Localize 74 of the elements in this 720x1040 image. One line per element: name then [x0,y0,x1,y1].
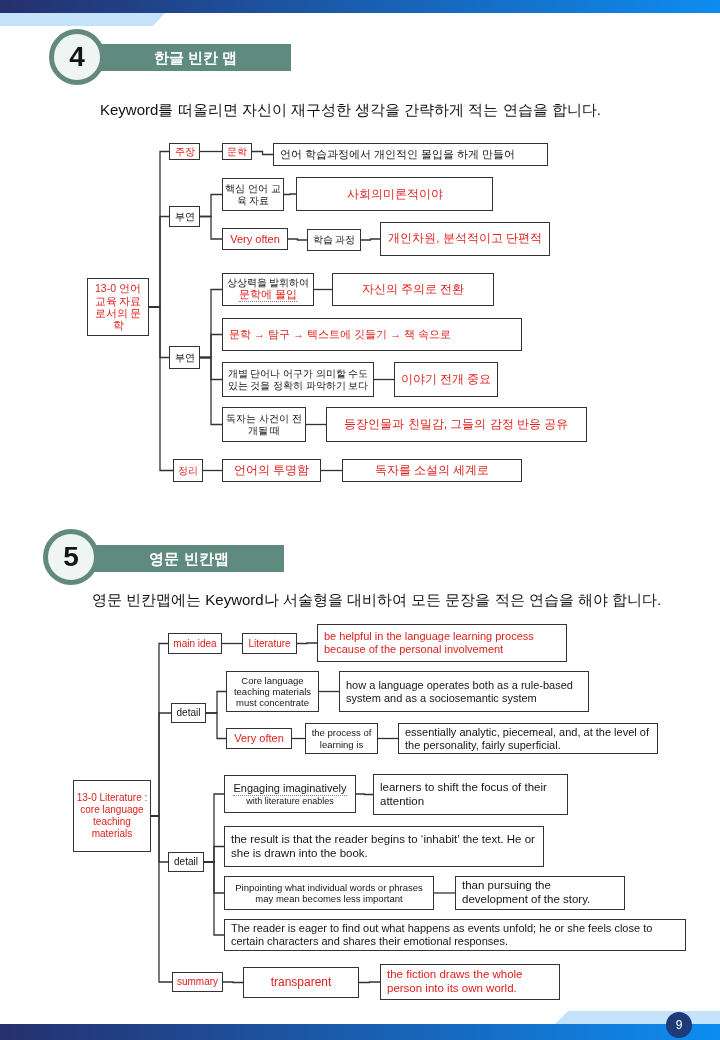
note-text: with literature enables [246,795,334,807]
note-box: 독자는 사건이 전개될 때 [222,407,306,442]
connector-line [320,469,343,472]
note-box [224,775,356,813]
instruction-text: 영문 빈칸맵에는 Keyword나 서술형을 대비하여 모든 문장을 적은 연습을 해야 합니다. [92,591,662,610]
section-number-circle: 4 [49,29,105,85]
note-box: Literature [242,633,297,654]
connector-line [360,238,381,241]
note-box: 자신의 주의로 전환 [332,273,494,306]
note-text: Engaging imaginatively [233,781,347,796]
connector-line [205,712,227,740]
connector-line [305,423,327,426]
note-box: be helpful in the language learning process because of the personal involvement [317,624,567,662]
note-box: 등장인물과 친밀감, 그들의 감정 반응 공유 [326,407,587,442]
note-box: Core language teaching materials must concentrate [226,671,319,712]
instruction-text: Keyword를 떠올리면 자신이 재구성한 생각을 간략하게 적는 연습을 합니다. [100,101,601,120]
note-box: transparent [243,967,359,998]
category-box: 부연 [169,206,200,227]
note-box: than pursuing the development of the story. [455,876,625,910]
connector-line [202,469,223,472]
connector-line [313,288,333,291]
note-text: 상상력을 발휘하여 [226,276,310,289]
connector-line [377,737,399,740]
connector-line [199,356,223,426]
category-box: 주장 [169,143,200,160]
note-box: learners to shift the focus of their attention [373,774,568,815]
note-box: 사회의미론적이야 [296,177,493,211]
connector-line [296,642,318,645]
note-box: 문학 → 탐구 → 텍스트에 깃들기 → 책 속으로 [222,318,522,351]
section-title-banner: 한글 빈칸 맵 [100,44,291,71]
connector-line [373,378,395,381]
note-box: how a language operates both as a rule-based system and as a sociosemantic system [339,671,589,712]
connector-line [222,981,244,984]
category-box: 정리 [173,459,203,482]
note-box [222,273,314,306]
connector-line [318,690,340,693]
topic-box: 13-0 언어 교육 자료로서의 문학 [87,278,149,336]
note-box: the result is that the reader begins to ‘inhabit’ the text. He or she is drawn into the book. [224,826,544,867]
note-box: 핵심 언어 교육 자료 [222,178,284,211]
note-box: 학습 과정 [307,229,361,251]
connector-line [433,892,456,894]
note-box: the fiction draws the whole person into its own world. [380,964,560,1000]
note-box: essentially analytic, piecemeal, and, at the level of the personality, fairly superficial. [398,723,658,754]
connector-line [221,642,243,645]
note-box: 언어의 투명함 [222,459,321,482]
section-title-banner: 영문 빈칸맵 [94,545,284,572]
connector-line [355,793,374,796]
note-box: Very often [222,228,288,250]
note-box: 이야기 전개 중요 [394,362,498,397]
note-text: 문학에 몰입 [238,288,298,303]
category-box: detail [171,703,206,723]
connector-line [203,861,225,936]
note-box: 독자를 소설의 세계로 [342,459,522,482]
connector-line [251,150,274,156]
note-box: 개인차원, 분석적이고 단편적 [380,222,550,256]
note-box: 개별 단어나 어구가 의미할 수도 있는 것을 정확히 파악하기 보다 [222,362,374,397]
connector-line [199,150,223,153]
category-box: main idea [168,633,222,654]
connector-line [283,193,297,196]
connector-line [287,238,308,241]
connector-line [358,981,381,984]
topic-box: 13-0 Literature : core language teaching materials [73,780,151,852]
connector-line [291,737,306,740]
category-box: summary [172,972,223,992]
note-box: The reader is eager to find out what happens as events unfold; he or she feels close to certain characters and shares their emotional responses. [224,919,686,951]
note-box: Pinpointing what individual words or phrases may mean becomes less important [224,876,434,910]
category-box: detail [168,852,204,872]
section-number-circle: 5 [43,529,99,585]
note-box: 문학 [222,143,252,160]
note-box: Very often [226,728,292,749]
note-box: 언어 학습과정에서 개인적인 몰입을 하게 만들어 [273,143,548,166]
category-box: 부연 [169,346,200,369]
note-box: the process of learning is [305,723,378,754]
connector-line [199,215,223,240]
